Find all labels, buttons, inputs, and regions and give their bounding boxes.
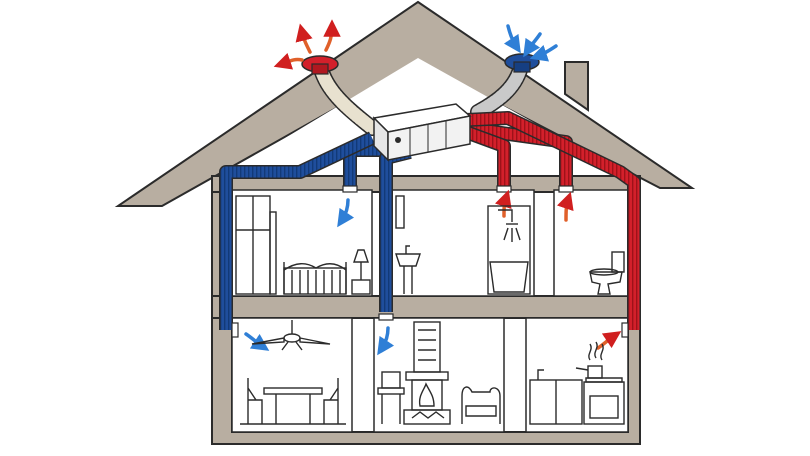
fireplace-icon [403, 321, 451, 425]
extract-arrow [596, 331, 622, 350]
shower-icon [395, 195, 521, 242]
furniture [235, 195, 625, 425]
roof-exhaust-terminal-icon [301, 55, 339, 75]
exhaust-arrow [295, 23, 313, 54]
extract-arrow [494, 189, 512, 218]
supply-vent-bedroom [342, 185, 358, 193]
ceiling-fan-icon [251, 320, 331, 351]
floor-slab [211, 295, 641, 319]
steam-icon [588, 341, 604, 361]
supply-arrow [337, 198, 355, 228]
toilet-icon [589, 251, 625, 295]
extract-arrow [556, 191, 574, 222]
supply-arrow [377, 326, 395, 356]
intake-arrow [523, 32, 542, 58]
extract-vent-bathroom [496, 185, 512, 193]
extract-ducts [463, 111, 641, 330]
heat-recovery-unit-icon [372, 103, 472, 162]
bed-icon [283, 262, 347, 295]
bathtub-icon [487, 205, 531, 295]
airflow-arrows [244, 19, 622, 356]
room-living [373, 317, 505, 433]
chimney [564, 61, 589, 112]
lamp-icon [351, 249, 371, 295]
supply-arrow [244, 332, 270, 351]
roof-flex-ducts [314, 62, 528, 136]
vent-grilles [231, 185, 629, 338]
exhaust-arrow [273, 52, 304, 70]
dining-table-icon [240, 378, 346, 425]
supply-vent-dining [231, 322, 239, 338]
extract-vent-toilet [558, 185, 574, 193]
stove-icon [575, 365, 625, 425]
tv-icon [377, 371, 405, 424]
intake-arrow [529, 44, 558, 62]
intake-arrow [503, 24, 521, 54]
armchair-icon [461, 386, 501, 424]
extract-vent-kitchen [621, 322, 629, 338]
supply-vent-living [378, 313, 394, 321]
exhaust-arrow [323, 19, 341, 52]
kitchen-counter [529, 369, 583, 425]
sink-icon [395, 245, 421, 294]
wardrobe-icon [235, 195, 277, 295]
